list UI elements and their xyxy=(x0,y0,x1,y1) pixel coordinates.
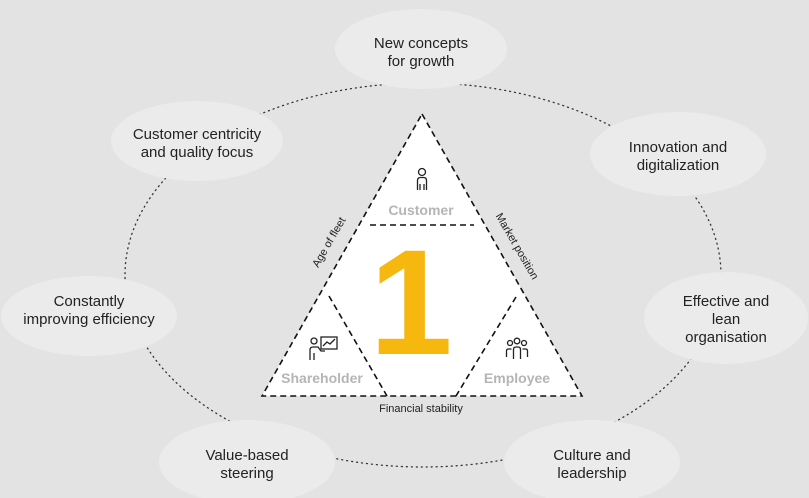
node-text-line: Culture and xyxy=(553,447,631,464)
node-text-line: and quality focus xyxy=(141,144,254,161)
person-icon xyxy=(416,167,428,190)
corner-label-customer: Customer xyxy=(388,202,454,218)
ring-node-customer-centricity: Customer centricity and quality focus xyxy=(111,101,283,181)
node-text-line: organisation xyxy=(685,329,767,346)
node-text-line: New concepts xyxy=(374,35,468,52)
corner-label-shareholder: Shareholder xyxy=(281,370,363,386)
rank-number: 1 xyxy=(369,218,452,386)
node-text-line: Innovation and xyxy=(629,139,727,156)
ring-node-effective-lean: Effective and lean organisation xyxy=(644,272,808,364)
corner-label-employee: Employee xyxy=(484,370,550,386)
triangle xyxy=(260,112,584,397)
node-text-line: Effective and xyxy=(683,293,769,310)
node-text-line: lean xyxy=(712,311,740,328)
ring-node-new-concepts: New concepts for growth xyxy=(335,9,507,89)
node-text-line: leadership xyxy=(557,465,626,482)
node-text-line: improving efficiency xyxy=(23,311,155,328)
ring-node-value-based: Value-based steering xyxy=(159,420,335,498)
triangle-body xyxy=(260,112,584,397)
ring-node-culture: Culture and leadership xyxy=(504,420,680,498)
ring-node-innovation: Innovation and digitalization xyxy=(590,112,766,196)
presenter-chart-icon xyxy=(309,336,338,360)
node-text-line: digitalization xyxy=(637,157,720,174)
node-text-line: Value-based xyxy=(205,447,288,464)
edge-label-financial-stability: Financial stability xyxy=(379,403,463,415)
node-text-line: for growth xyxy=(388,53,455,70)
node-text-line: steering xyxy=(220,465,273,482)
node-text-line: Constantly xyxy=(54,293,125,310)
rank-hash: # xyxy=(394,339,404,358)
node-text-line: Customer centricity xyxy=(133,126,262,143)
group-people-icon xyxy=(505,337,529,359)
ring-node-efficiency: Constantly improving efficiency xyxy=(1,276,177,356)
